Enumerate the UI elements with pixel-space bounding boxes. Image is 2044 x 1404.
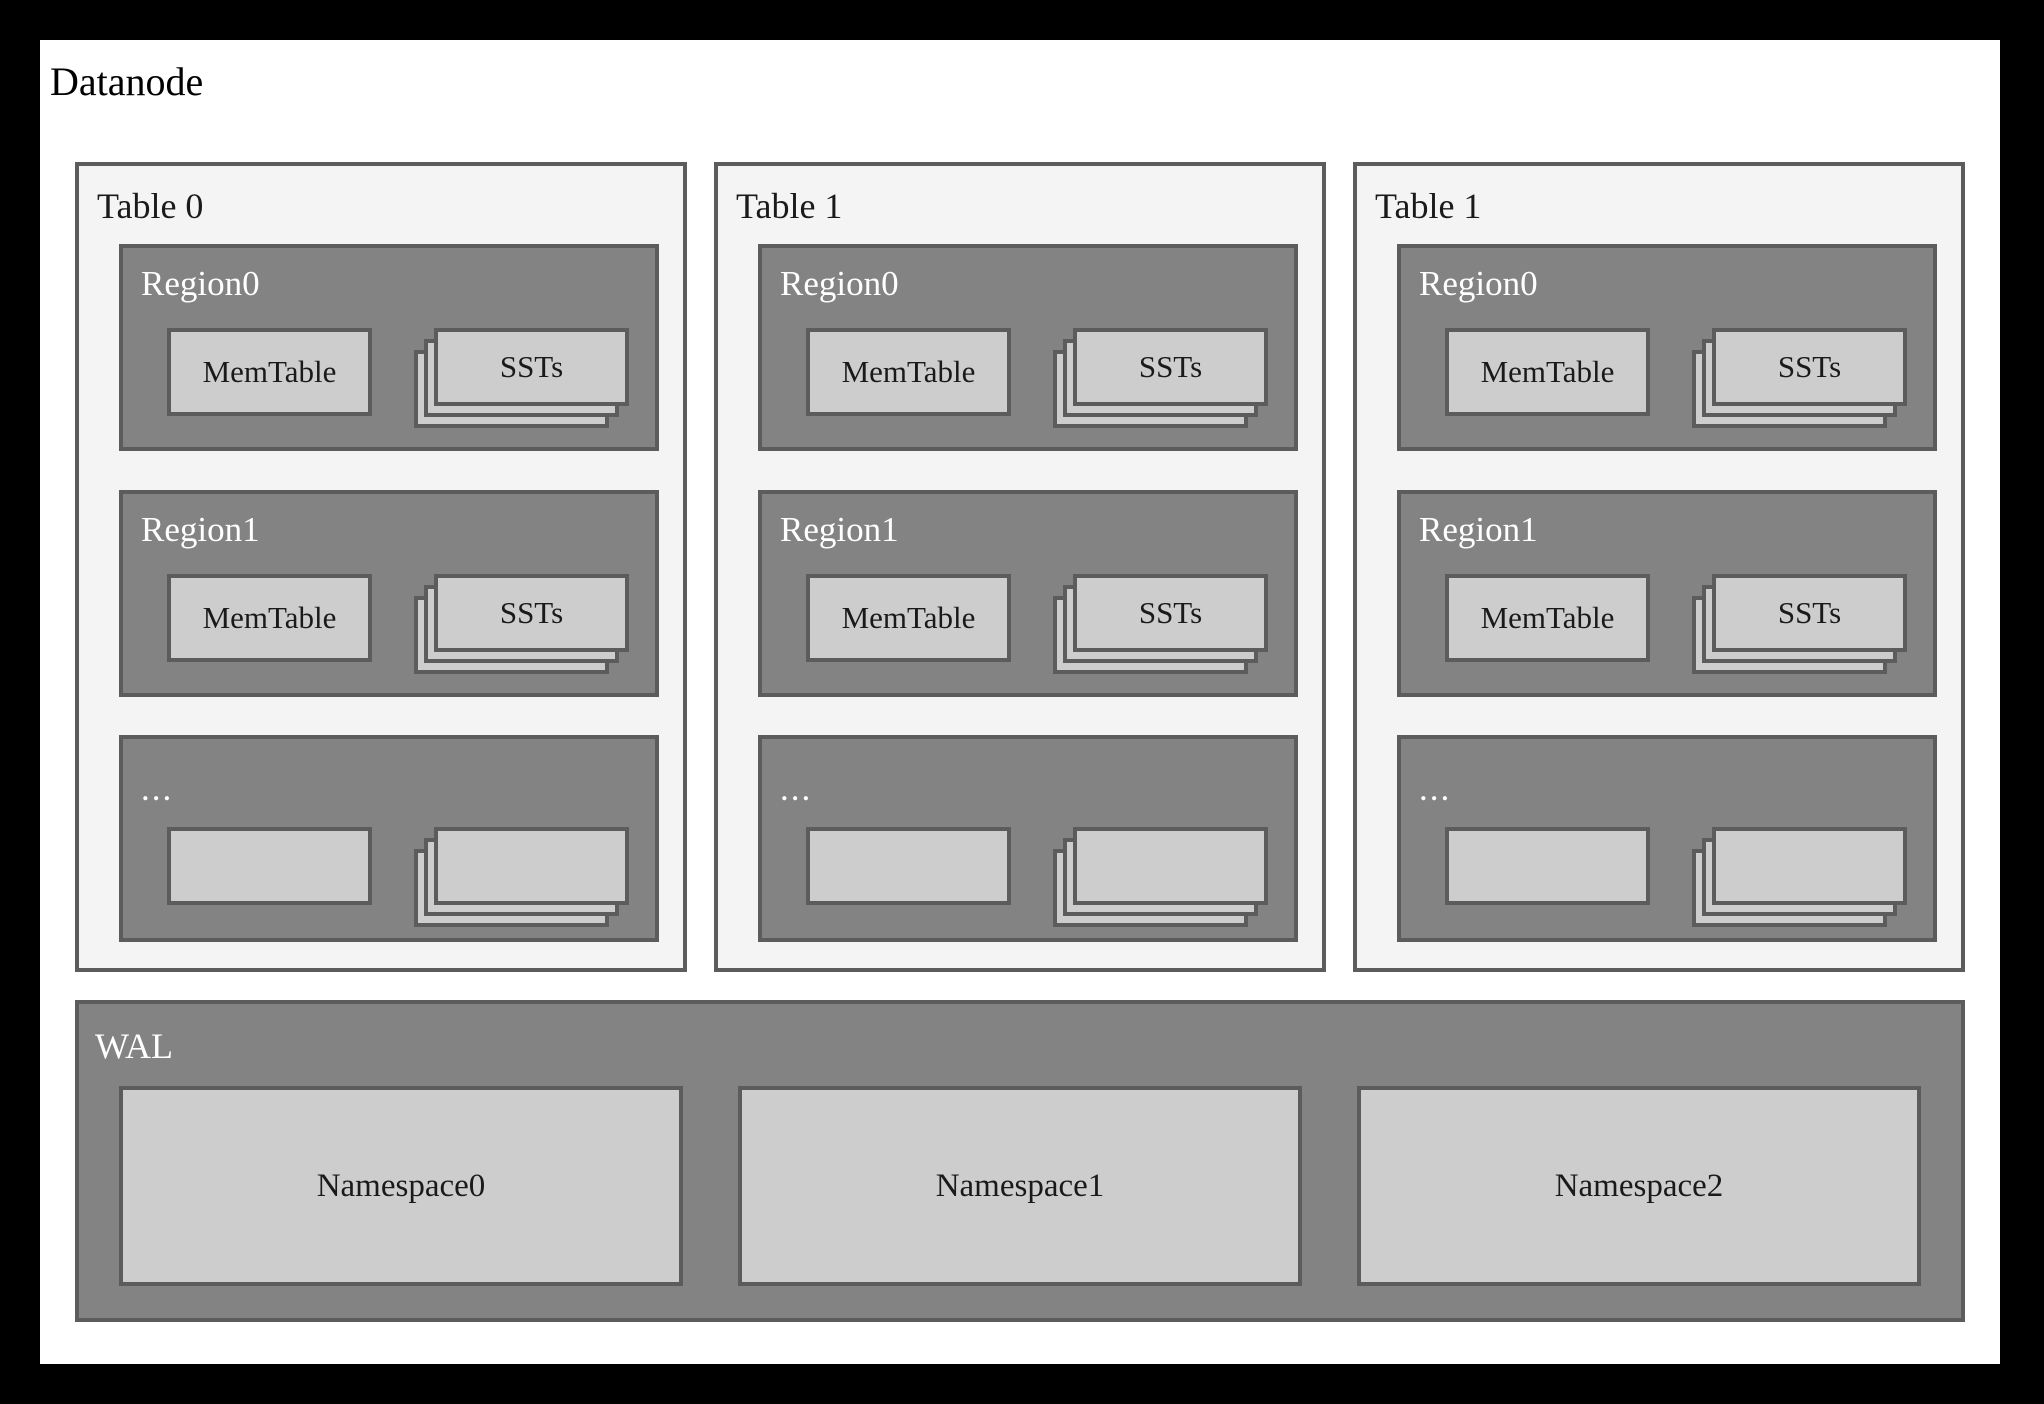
region-box-ellipsis[interactable]: ... xyxy=(1397,735,1937,942)
table-label: Table 1 xyxy=(1375,186,1482,226)
table-panel-2[interactable]: Table 1 Region0 MemTable SSTs Region1 xyxy=(1353,162,1965,972)
namespace-list: Namespace0 Namespace1 Namespace2 xyxy=(119,1086,1921,1286)
wal-label: WAL xyxy=(95,1026,173,1066)
ellipsis-label: ... xyxy=(141,769,174,808)
sst-stack[interactable]: SSTs xyxy=(414,328,629,428)
region-contents: MemTable SSTs xyxy=(1445,328,1907,428)
sst-sheet-front: SSTs xyxy=(434,328,629,406)
region-box-ellipsis[interactable]: ... xyxy=(119,735,659,942)
page-title: Datanode xyxy=(50,59,204,104)
region-contents xyxy=(167,827,629,927)
table-panel-1[interactable]: Table 1 Region0 MemTable SSTs Region1 xyxy=(714,162,1326,972)
ellipsis-label: ... xyxy=(1419,769,1452,808)
memtable-box[interactable] xyxy=(1445,827,1650,905)
region-box[interactable]: Region1 MemTable SSTs xyxy=(119,489,659,697)
region-contents: MemTable SSTs xyxy=(167,573,629,674)
sst-stack[interactable] xyxy=(1053,827,1268,927)
region-contents: MemTable SSTs xyxy=(806,328,1268,428)
sst-stack[interactable] xyxy=(414,827,629,927)
namespace-box[interactable]: Namespace0 xyxy=(119,1086,683,1286)
region-label: Region0 xyxy=(780,264,899,303)
memtable-box[interactable]: MemTable xyxy=(806,573,1011,662)
region-label: Region1 xyxy=(141,509,260,549)
table-label: Table 0 xyxy=(97,186,204,226)
region-box[interactable]: Region0 MemTable SSTs xyxy=(119,244,659,451)
namespace-box[interactable]: Namespace1 xyxy=(738,1086,1302,1286)
sst-stack[interactable]: SSTs xyxy=(1053,573,1268,674)
sst-sheet-front: SSTs xyxy=(434,573,629,652)
wal-panel[interactable]: WAL Namespace0 Namespace1 Namespace2 xyxy=(75,1000,1965,1322)
memtable-box[interactable]: MemTable xyxy=(806,328,1011,416)
sst-sheet-front xyxy=(434,827,629,905)
region-box[interactable]: Region0 MemTable SSTs xyxy=(1397,244,1937,451)
memtable-box[interactable]: MemTable xyxy=(1445,573,1650,662)
region-box[interactable]: Region1 MemTable SSTs xyxy=(1397,489,1937,697)
sst-sheet-front: SSTs xyxy=(1073,573,1268,652)
sst-stack[interactable]: SSTs xyxy=(1692,573,1907,674)
namespace-box[interactable]: Namespace2 xyxy=(1357,1086,1921,1286)
region-contents xyxy=(1445,827,1907,927)
region-contents: MemTable SSTs xyxy=(806,573,1268,674)
sst-sheet-front: SSTs xyxy=(1712,573,1907,652)
sst-stack[interactable]: SSTs xyxy=(1053,328,1268,428)
region-box[interactable]: Region1 MemTable SSTs xyxy=(758,489,1298,697)
memtable-box[interactable]: MemTable xyxy=(167,573,372,662)
memtable-box[interactable] xyxy=(806,827,1011,905)
region-list: Region0 MemTable SSTs Region1 MemTable xyxy=(1397,244,1937,942)
table-panel-0[interactable]: Table 0 Region0 MemTable SSTs Region1 xyxy=(75,162,687,972)
sst-sheet-front xyxy=(1712,827,1907,905)
region-label: Region0 xyxy=(141,264,260,303)
sst-stack[interactable]: SSTs xyxy=(414,573,629,674)
region-list: Region0 MemTable SSTs Region1 MemTable xyxy=(758,244,1298,942)
region-label: Region0 xyxy=(1419,264,1538,303)
region-box[interactable]: Region0 MemTable SSTs xyxy=(758,244,1298,451)
region-box-ellipsis[interactable]: ... xyxy=(758,735,1298,942)
memtable-box[interactable]: MemTable xyxy=(1445,328,1650,416)
datanode-canvas: Datanode Table 0 Region0 MemTable SSTs xyxy=(40,40,2000,1364)
sst-sheet-front xyxy=(1073,827,1268,905)
table-label: Table 1 xyxy=(736,186,843,226)
memtable-box[interactable]: MemTable xyxy=(167,328,372,416)
sst-stack[interactable]: SSTs xyxy=(1692,328,1907,428)
region-contents xyxy=(806,827,1268,927)
region-label: Region1 xyxy=(1419,509,1538,549)
tables-row: Table 0 Region0 MemTable SSTs Region1 xyxy=(75,162,1965,972)
region-label: Region1 xyxy=(780,509,899,549)
ellipsis-label: ... xyxy=(780,769,813,808)
sst-stack[interactable] xyxy=(1692,827,1907,927)
sst-sheet-front: SSTs xyxy=(1712,328,1907,406)
memtable-box[interactable] xyxy=(167,827,372,905)
region-list: Region0 MemTable SSTs Region1 MemTable xyxy=(119,244,659,942)
region-contents: MemTable SSTs xyxy=(167,328,629,428)
sst-sheet-front: SSTs xyxy=(1073,328,1268,406)
region-contents: MemTable SSTs xyxy=(1445,573,1907,674)
